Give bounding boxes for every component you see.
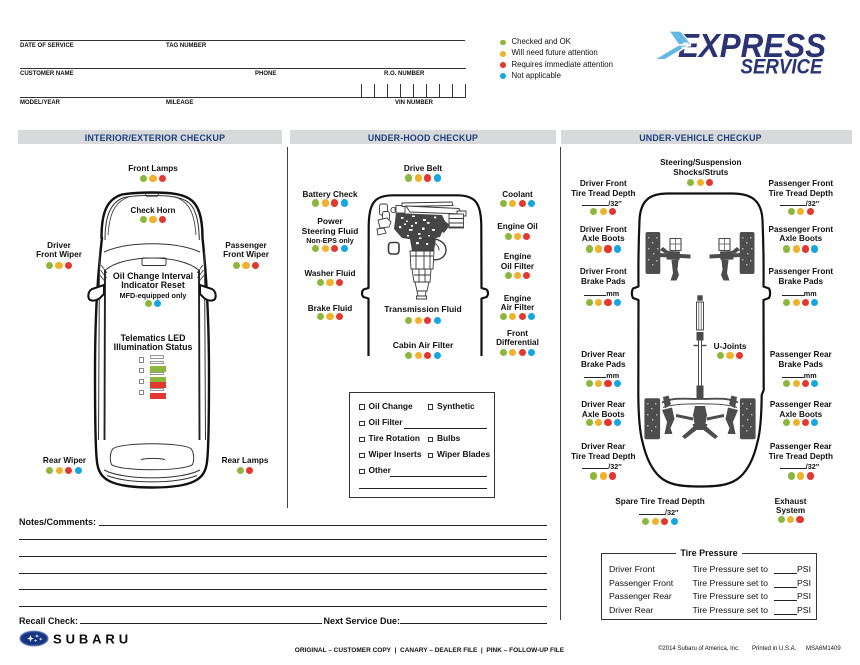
svg-text:EXPRESS: EXPRESS <box>678 28 826 64</box>
svg-text:SERVICE: SERVICE <box>741 56 824 79</box>
svg-text:SUBARU: SUBARU <box>53 632 132 647</box>
